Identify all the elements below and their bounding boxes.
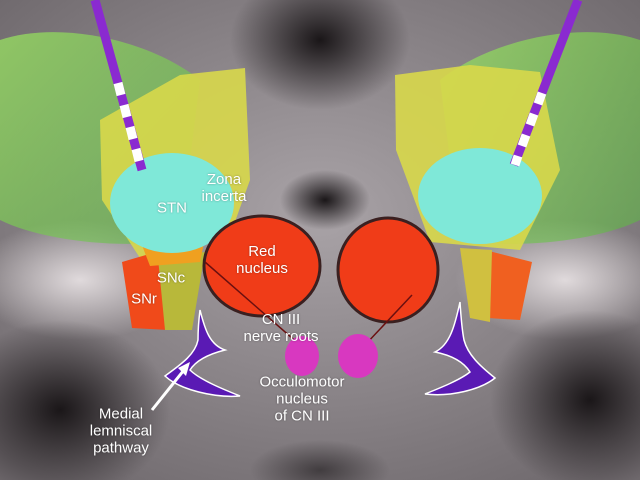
stn-left [110, 153, 234, 253]
dbs-electrode-left [90, 0, 147, 172]
label-line: nucleus [236, 260, 288, 277]
dark-region-bottom-right [490, 310, 640, 480]
label-cn3-nerve-roots: CN III nerve roots [243, 311, 318, 345]
snr-left [122, 248, 170, 330]
label-line: incerta [201, 188, 247, 205]
dark-region-bottom [250, 440, 390, 480]
label-medial-lemniscal-pathway: Medial lemniscal pathway [90, 406, 153, 457]
medial-lemniscus-left [163, 309, 241, 398]
label-line: Medial [98, 405, 144, 423]
label-line: Zona [206, 171, 242, 188]
label-line: nerve roots [243, 328, 319, 345]
snr-right [485, 250, 532, 320]
occulomotor-nucleus-left [285, 336, 319, 376]
snc-left [158, 252, 205, 330]
red-nucleus-right [336, 216, 440, 324]
dbs-electrode-right [509, 0, 583, 167]
medial-lemniscus-right [424, 301, 497, 396]
stn-right [418, 148, 542, 244]
red-nucleus-left [202, 214, 322, 318]
cn3-nerve-root-right [364, 294, 413, 346]
label-line: lemniscal [89, 422, 153, 440]
label-line: nucleus [276, 390, 328, 408]
dark-region-top [230, 0, 410, 110]
dark-region-center [280, 170, 370, 230]
cn3-nerve-root-left [204, 261, 301, 346]
label-line: pathway [93, 439, 149, 457]
label-line: CN III [261, 311, 301, 328]
label-red-nucleus: Red nucleus [236, 243, 288, 277]
label-line: of CN III [274, 407, 330, 425]
label-snc: SNc [156, 269, 186, 287]
occulomotor-nucleus-right [338, 334, 378, 378]
arrow-icon [150, 362, 190, 411]
label-stn: STN [157, 199, 187, 217]
label-occulomotor-nucleus: Occulomotor nucleus of CN III [259, 374, 344, 425]
label-line: Red [248, 243, 276, 260]
dark-region-bottom-left [0, 320, 170, 480]
label-zona-incerta: Zona incerta [201, 171, 246, 205]
snc-right [460, 248, 492, 322]
label-line: Occulomotor [259, 373, 345, 391]
label-snr: SNr [131, 290, 157, 308]
